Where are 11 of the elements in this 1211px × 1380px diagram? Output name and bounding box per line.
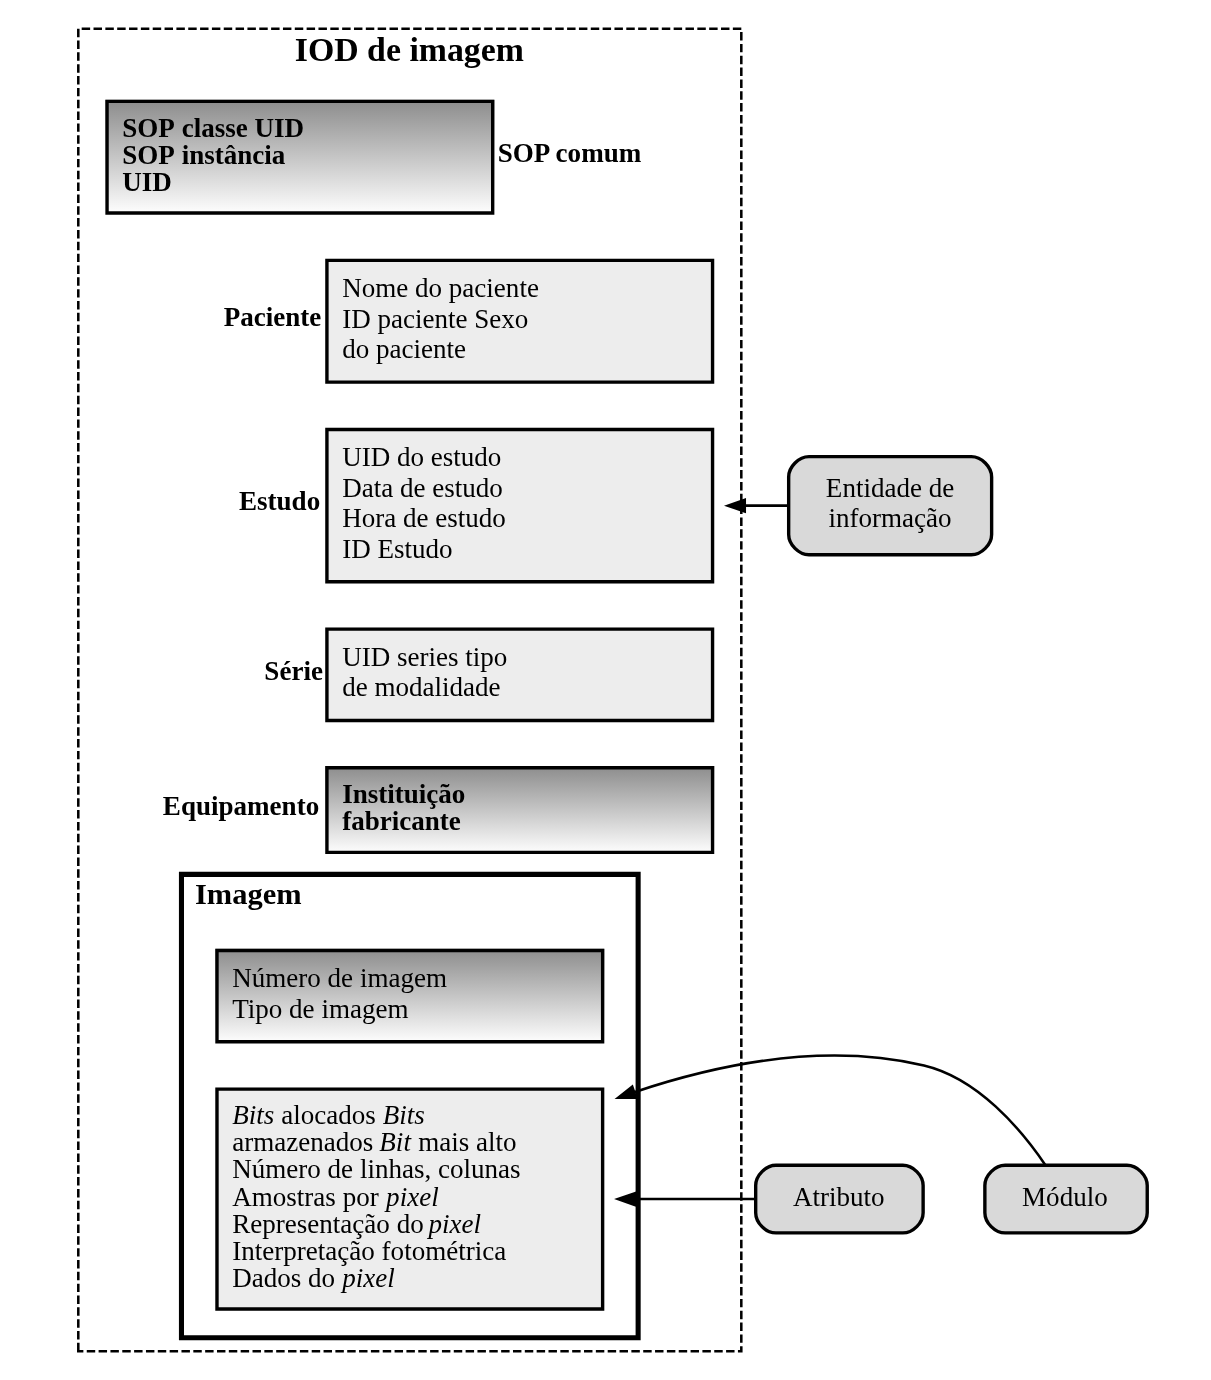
node-box: Atributo <box>753 1163 925 1235</box>
arrow <box>614 1054 1046 1166</box>
arrow <box>723 497 788 514</box>
arrow <box>613 1191 755 1207</box>
node-label: Equipamento <box>162 790 319 821</box>
node-box: Entidade de informação <box>786 454 993 557</box>
node-label: SOP comum <box>497 137 641 168</box>
node-box: Módulo <box>982 1163 1149 1235</box>
node-label: Série <box>263 655 323 686</box>
node-label: Paciente <box>223 302 321 333</box>
node-label: Estudo <box>238 486 320 517</box>
